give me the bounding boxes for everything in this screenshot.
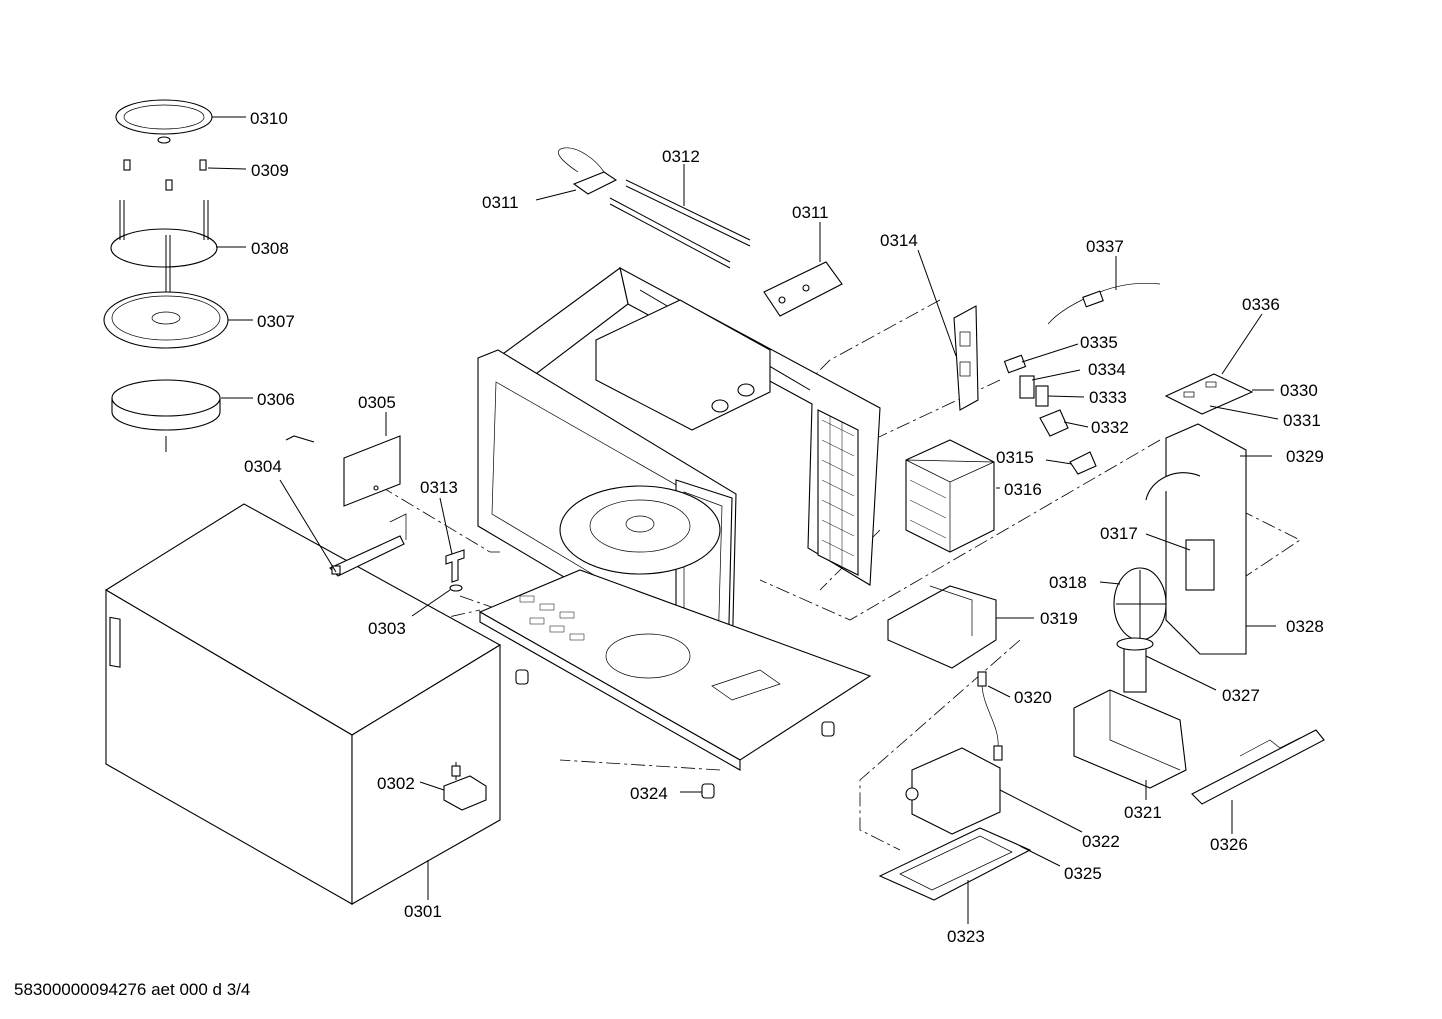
label-0304: 0304 <box>244 457 282 476</box>
part-0332-clip <box>1039 409 1069 437</box>
label-0315: 0315 <box>996 448 1034 467</box>
label-0306: 0306 <box>257 390 295 409</box>
part-0324-feet <box>515 669 835 799</box>
label-0334: 0334 <box>1088 360 1126 379</box>
part-0315-connector <box>1069 451 1097 475</box>
part-0326-rail <box>1191 729 1325 805</box>
cavity-turntable <box>559 485 721 575</box>
label-0323: 0323 <box>947 927 985 946</box>
part-number-labels: 0310 0309 0308 0307 0306 0305 0304 0313 … <box>244 109 1324 946</box>
label-0319: 0319 <box>1040 609 1078 628</box>
label-0333: 0333 <box>1089 388 1127 407</box>
part-0316-magnetron <box>905 439 995 553</box>
label-0327: 0327 <box>1222 686 1260 705</box>
label-0321: 0321 <box>1124 803 1162 822</box>
part-0308-support <box>110 200 218 305</box>
label-0312: 0312 <box>662 147 700 166</box>
label-0301: 0301 <box>404 902 442 921</box>
part-0330-board <box>1164 373 1254 415</box>
label-0310: 0310 <box>250 109 288 128</box>
part-0333-switch <box>1035 385 1049 407</box>
label-0309: 0309 <box>251 161 289 180</box>
part-0313-latch <box>445 549 465 592</box>
part-0307-plate <box>103 291 229 349</box>
part-0328-duct <box>1145 423 1247 655</box>
label-0336: 0336 <box>1242 295 1280 314</box>
label-0305: 0305 <box>358 393 396 412</box>
part-0319-bracket <box>887 585 997 669</box>
part-0309-rollers <box>123 159 207 191</box>
part-0312-heater <box>558 147 751 269</box>
label-0311-b: 0311 <box>792 203 829 222</box>
label-0328: 0328 <box>1286 617 1324 636</box>
label-0302: 0302 <box>377 774 415 793</box>
label-0331: 0331 <box>1283 411 1321 430</box>
part-0314-bracket <box>953 305 979 411</box>
part-0318-fan <box>1113 567 1167 641</box>
label-0303: 0303 <box>368 619 406 638</box>
label-0307: 0307 <box>257 312 295 331</box>
part-0301-outer-case <box>104 503 502 905</box>
part-0302-turntable-motor <box>443 762 487 811</box>
label-0308: 0308 <box>251 239 289 258</box>
label-0314: 0314 <box>880 231 918 250</box>
part-0335-switch <box>1003 354 1027 374</box>
label-0329: 0329 <box>1286 447 1324 466</box>
label-0317: 0317 <box>1100 524 1138 543</box>
document-code: 58300000094276 aet 000 d 3/4 <box>14 980 251 999</box>
part-0306-base <box>111 379 221 452</box>
part-0305-cover <box>285 435 401 507</box>
label-0311-a: 0311 <box>482 193 519 212</box>
label-0330: 0330 <box>1280 381 1318 400</box>
leader-lines <box>207 116 1279 924</box>
part-0310-ring <box>115 99 213 144</box>
part-0321-housing <box>1073 689 1187 789</box>
label-0318: 0318 <box>1049 573 1087 592</box>
part-0322-transformer <box>905 747 1001 835</box>
base-plate <box>478 569 872 771</box>
label-0325: 0325 <box>1064 864 1102 883</box>
part-0311-bracket-b <box>763 261 843 317</box>
cavity-frame <box>499 266 881 586</box>
part-0320-wire <box>977 671 1003 761</box>
part-0327-fan-motor <box>1116 637 1154 693</box>
label-0326: 0326 <box>1210 835 1248 854</box>
label-0320: 0320 <box>1014 688 1052 707</box>
label-0324: 0324 <box>630 784 668 803</box>
part-0334-switch <box>1019 375 1035 399</box>
part-0323-tray <box>878 827 1032 901</box>
part-0311-bracket-a <box>572 171 618 195</box>
part-0337-cord <box>1047 282 1161 325</box>
label-0335: 0335 <box>1080 333 1118 352</box>
label-0316: 0316 <box>1004 480 1042 499</box>
label-0322: 0322 <box>1082 832 1120 851</box>
part-0304-bracket <box>329 513 407 577</box>
label-0332: 0332 <box>1091 418 1129 437</box>
label-0337: 0337 <box>1086 237 1124 256</box>
label-0313: 0313 <box>420 478 458 497</box>
